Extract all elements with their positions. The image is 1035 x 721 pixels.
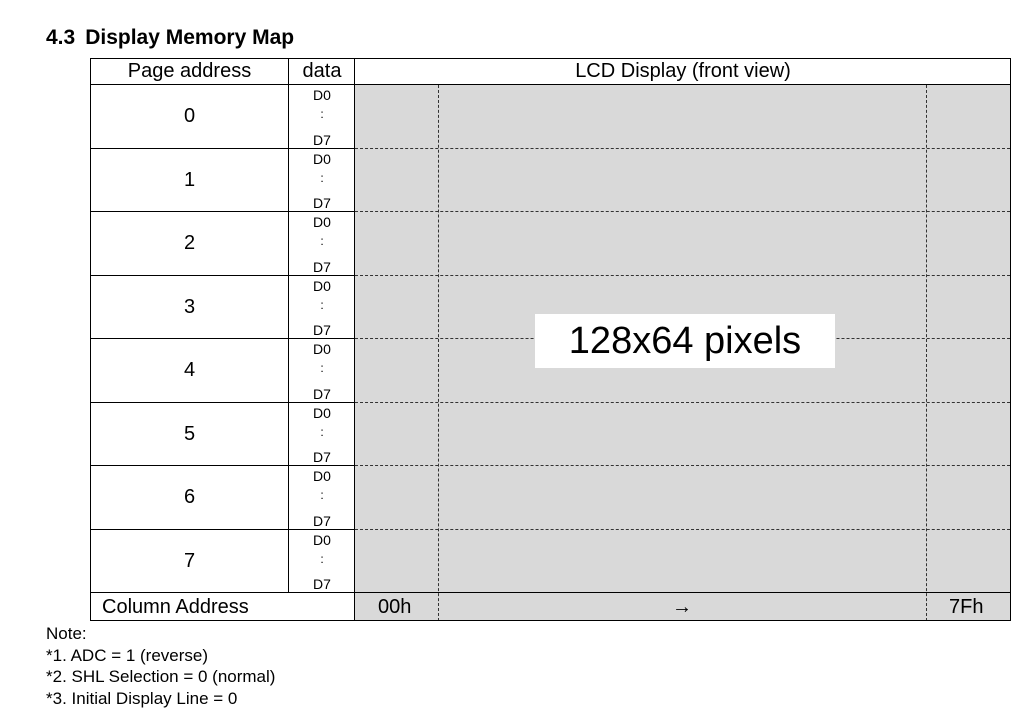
page-address-5: 5 (183, 422, 196, 445)
grid-line (90, 274, 355, 276)
page-divider (355, 529, 1010, 530)
data-bits: D0: D7 (289, 403, 355, 467)
page-divider (355, 402, 1010, 403)
bit-separator: : (320, 361, 324, 375)
grid-line (90, 465, 355, 466)
section-heading: 4.3 Display Memory Map (46, 26, 294, 50)
page-divider (355, 275, 1010, 276)
grid-line (90, 338, 355, 339)
bit-d7: D7 (313, 449, 331, 465)
bit-separator: : (320, 170, 324, 185)
bit-separator: : (320, 107, 324, 121)
page-address-1: 1 (183, 168, 196, 191)
note-item: *2. SHL Selection = 0 (normal) (46, 667, 276, 686)
section-number: 4.3 (46, 26, 76, 49)
grid-line (354, 58, 355, 621)
notes-title: Note: (46, 624, 87, 643)
header-page-address: Page address (127, 60, 252, 82)
arrow-icon: → (672, 595, 692, 618)
data-bits: D0: D7 (289, 466, 355, 530)
grid-line (90, 147, 355, 149)
bit-separator: : (320, 234, 324, 248)
page-address-4: 4 (183, 359, 196, 382)
bit-d0: D0 (313, 150, 331, 167)
data-bits: D0: D7 (289, 149, 355, 213)
page-divider (355, 211, 1010, 212)
bit-d7: D7 (313, 576, 331, 592)
bit-d7: D7 (313, 385, 331, 402)
grid-line (90, 592, 1011, 593)
page-address-2: 2 (183, 232, 196, 255)
section-title: Display Memory Map (85, 26, 295, 49)
page-address-0: 0 (183, 105, 196, 128)
bit-d0: D0 (313, 277, 331, 294)
page-address-3: 3 (183, 295, 196, 318)
memory-map-table: Page address data LCD Display (front vie… (90, 58, 1011, 621)
note-item: *1. ADC = 1 (reverse) (46, 645, 209, 665)
bit-d0: D0 (313, 531, 331, 548)
bit-d7: D7 (313, 258, 331, 275)
data-bits: D0: D7 (289, 212, 355, 276)
page-address-6: 6 (183, 486, 196, 509)
data-bits: D0: D7 (289, 530, 355, 594)
column-address-label: Column Address (102, 595, 249, 618)
page-divider (355, 465, 1010, 466)
bit-d7: D7 (313, 131, 331, 148)
grid-line (288, 58, 289, 593)
grid-line (90, 528, 355, 530)
bit-d0: D0 (313, 341, 331, 357)
grid-line (90, 401, 355, 403)
bit-d0: D0 (313, 468, 331, 484)
bit-separator: : (320, 551, 324, 566)
bit-d0: D0 (313, 214, 331, 230)
bit-d7: D7 (313, 512, 331, 529)
header-data: data (302, 60, 342, 82)
lcd-display-area: 128x64 pixels (355, 85, 1010, 621)
grid-line (90, 211, 355, 212)
bit-d0: D0 (313, 404, 331, 421)
column-start: 00h (378, 595, 412, 618)
grid-line (90, 84, 1011, 85)
bit-d7: D7 (313, 195, 331, 211)
column-divider (438, 85, 439, 621)
column-end: 7Fh (949, 595, 984, 618)
data-bits: D0: D7 (289, 276, 355, 340)
page-divider (355, 148, 1010, 149)
column-divider (926, 85, 927, 621)
bit-separator: : (320, 488, 324, 502)
bit-d0: D0 (313, 87, 331, 103)
bit-separator: : (320, 424, 324, 439)
resolution-label: 128x64 pixels (535, 314, 835, 368)
notes: Note: *1. ADC = 1 (reverse) *2. SHL Sele… (46, 623, 275, 709)
data-bits: D0: D7 (289, 85, 355, 149)
page-address-7: 7 (183, 549, 196, 572)
note-item: *3. Initial Display Line = 0 (46, 688, 238, 708)
bit-separator: : (320, 297, 324, 312)
bit-d7: D7 (313, 322, 331, 338)
data-bits: D0: D7 (289, 339, 355, 403)
header-lcd-display: LCD Display (front view) (575, 60, 791, 82)
